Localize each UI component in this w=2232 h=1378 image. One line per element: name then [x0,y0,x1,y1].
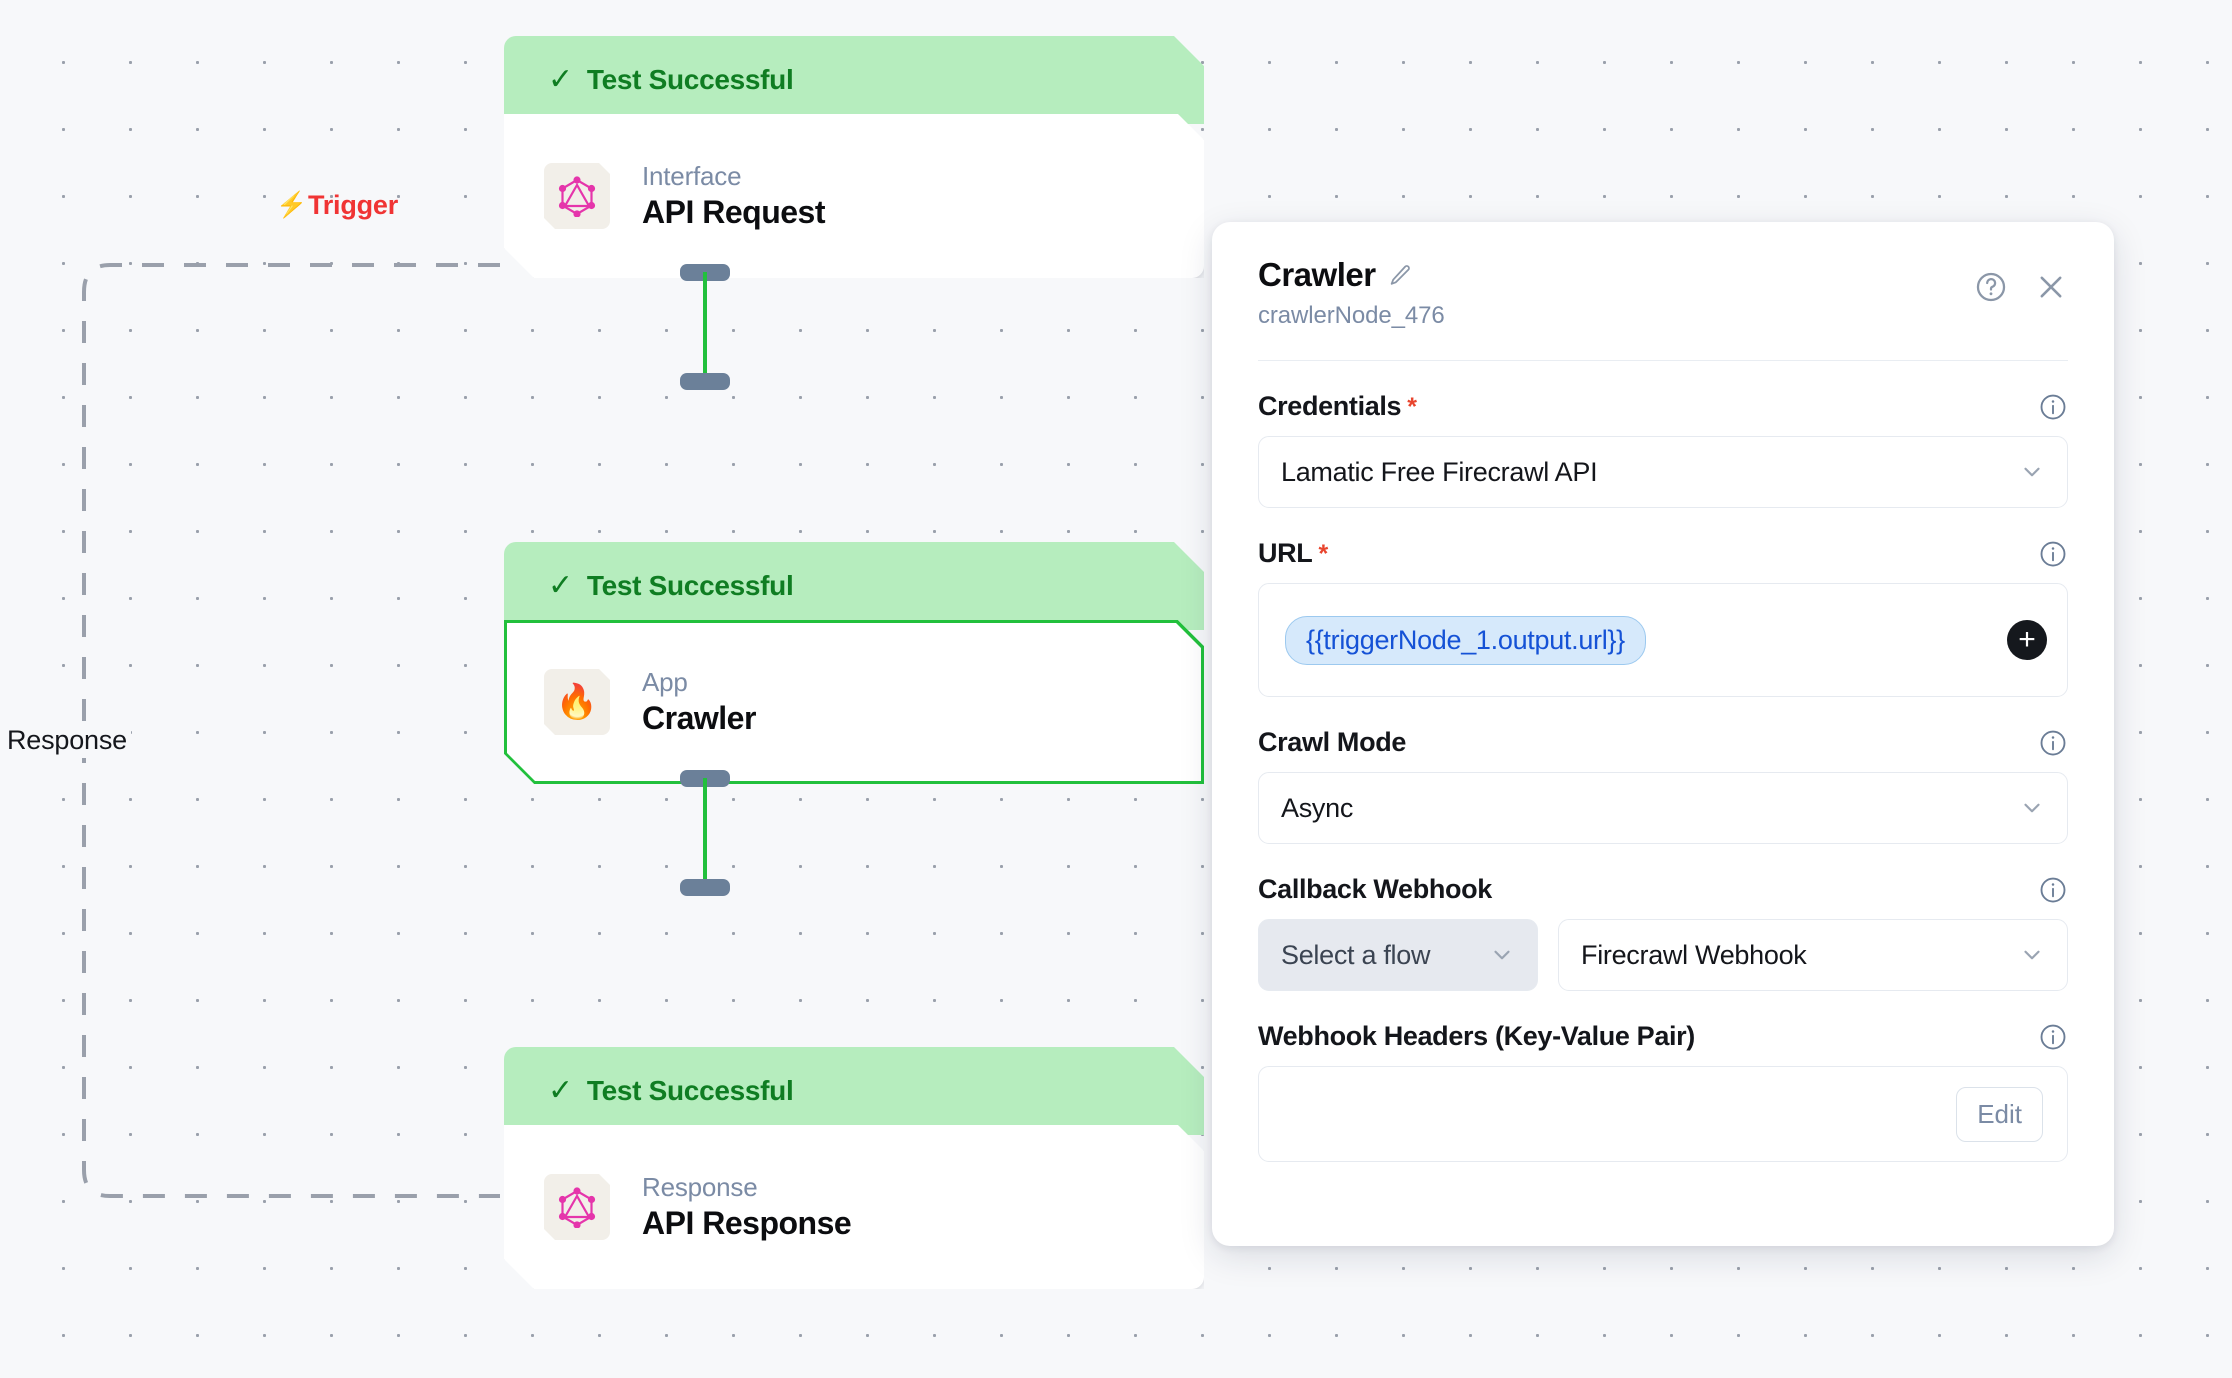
webhook-headers-input[interactable]: Edit [1258,1066,2068,1162]
node-body[interactable]: Response API Response [504,1125,1204,1289]
panel-divider [1258,360,2068,361]
help-circle-icon[interactable] [1974,270,2008,304]
trigger-edge-label: ⚡ Trigger [276,190,398,221]
graphql-icon [544,1174,610,1240]
field-label-crawl-mode: Crawl Mode [1258,727,1407,757]
flame-glyph: 🔥 [555,683,599,721]
node-kind-label: App [642,667,688,697]
credentials-select[interactable]: Lamatic Free Firecrawl API [1258,436,2068,508]
chevron-down-icon [2024,803,2040,813]
close-icon[interactable] [2034,270,2068,304]
info-icon[interactable] [2038,392,2068,422]
lightning-bolt-icon: ⚡ [276,191,307,219]
info-icon[interactable] [2038,875,2068,905]
node-status-banner: ✓ Test Successful [504,1047,1204,1135]
field-crawl-mode: Crawl Mode Async [1258,727,2068,844]
field-label-credentials: Credentials [1258,391,1402,421]
flow-node-api-response[interactable]: ✓ Test Successful Response [504,1047,1204,1289]
flow-select-placeholder: Select a flow [1281,939,1431,970]
flow-select[interactable]: Select a flow [1258,919,1538,991]
node-kind-label: Interface [642,161,742,191]
field-callback-webhook: Callback Webhook Select a flow [1258,874,2068,991]
node-kind-label: Response [642,1172,758,1202]
graphql-icon [544,163,610,229]
connector-line [703,778,707,888]
node-title-label: API Request [642,194,825,230]
node-status-text: Test Successful [586,64,794,95]
node-title-label: API Response [642,1205,852,1241]
field-label-webhook-headers: Webhook Headers (Key-Value Pair) [1258,1021,1695,1051]
flame-icon: 🔥 [544,669,610,735]
panel-body: Credentials * Lamatic Free Firecrawl API [1212,391,2114,1162]
check-icon: ✓ [548,63,573,96]
response-edge-label: Response [3,723,131,758]
info-icon[interactable] [2038,728,2068,758]
trigger-label-text: Trigger [307,190,399,220]
field-credentials: Credentials * Lamatic Free Firecrawl API [1258,391,2068,508]
check-icon: ✓ [548,569,573,602]
credentials-value: Lamatic Free Firecrawl API [1281,456,1598,487]
edit-headers-button[interactable]: Edit [1956,1086,2043,1142]
chevron-down-icon [1494,950,1510,960]
connector-handle-target[interactable] [680,373,730,390]
node-body[interactable]: Interface API Request [504,114,1204,278]
url-input[interactable]: {{triggerNode_1.output.url}} + [1258,583,2068,697]
flow-node-api-request[interactable]: ✓ Test Successful Interface [504,36,1204,278]
check-icon: ✓ [548,1074,573,1107]
panel-subtitle: crawlerNode_476 [1258,302,1445,329]
field-webhook-headers: Webhook Headers (Key-Value Pair) Edit [1258,1021,2068,1162]
webhook-select[interactable]: Firecrawl Webhook [1558,919,2068,991]
node-status-banner: ✓ Test Successful [504,36,1204,124]
required-marker: * [1318,540,1328,568]
panel-title-row: Crawler [1258,256,1445,294]
crawl-mode-select[interactable]: Async [1258,772,2068,844]
field-label-callback-webhook: Callback Webhook [1258,874,1492,904]
chevron-down-icon [2024,950,2040,960]
required-marker: * [1407,393,1417,421]
connector-handle-target[interactable] [680,879,730,896]
webhook-value: Firecrawl Webhook [1581,939,1807,970]
panel-header: Crawler crawlerNode_476 [1212,222,2114,330]
chevron-down-icon [2024,467,2040,477]
add-variable-button[interactable]: + [2007,620,2047,660]
url-variable-token[interactable]: {{triggerNode_1.output.url}} [1285,615,1646,665]
node-status-text: Test Successful [586,1075,794,1106]
info-icon[interactable] [2038,1022,2068,1052]
node-body[interactable]: 🔥 App Crawler [504,620,1204,784]
connector-line [703,272,707,382]
field-label-url: URL [1258,538,1313,568]
crawl-mode-value: Async [1281,792,1354,823]
node-status-banner: ✓ Test Successful [504,542,1204,630]
node-status-text: Test Successful [586,570,794,601]
node-title-label: Crawler [642,700,756,736]
field-url: URL * {{triggerNode_1.output.url}} + [1258,538,2068,697]
page-title: Crawler [1258,256,1376,293]
flow-node-crawler[interactable]: ✓ Test Successful 🔥 App Crawler [504,542,1204,784]
info-icon[interactable] [2038,539,2068,569]
pencil-icon[interactable] [1388,263,1413,288]
node-config-panel: Crawler crawlerNode_476 [1212,222,2114,1246]
